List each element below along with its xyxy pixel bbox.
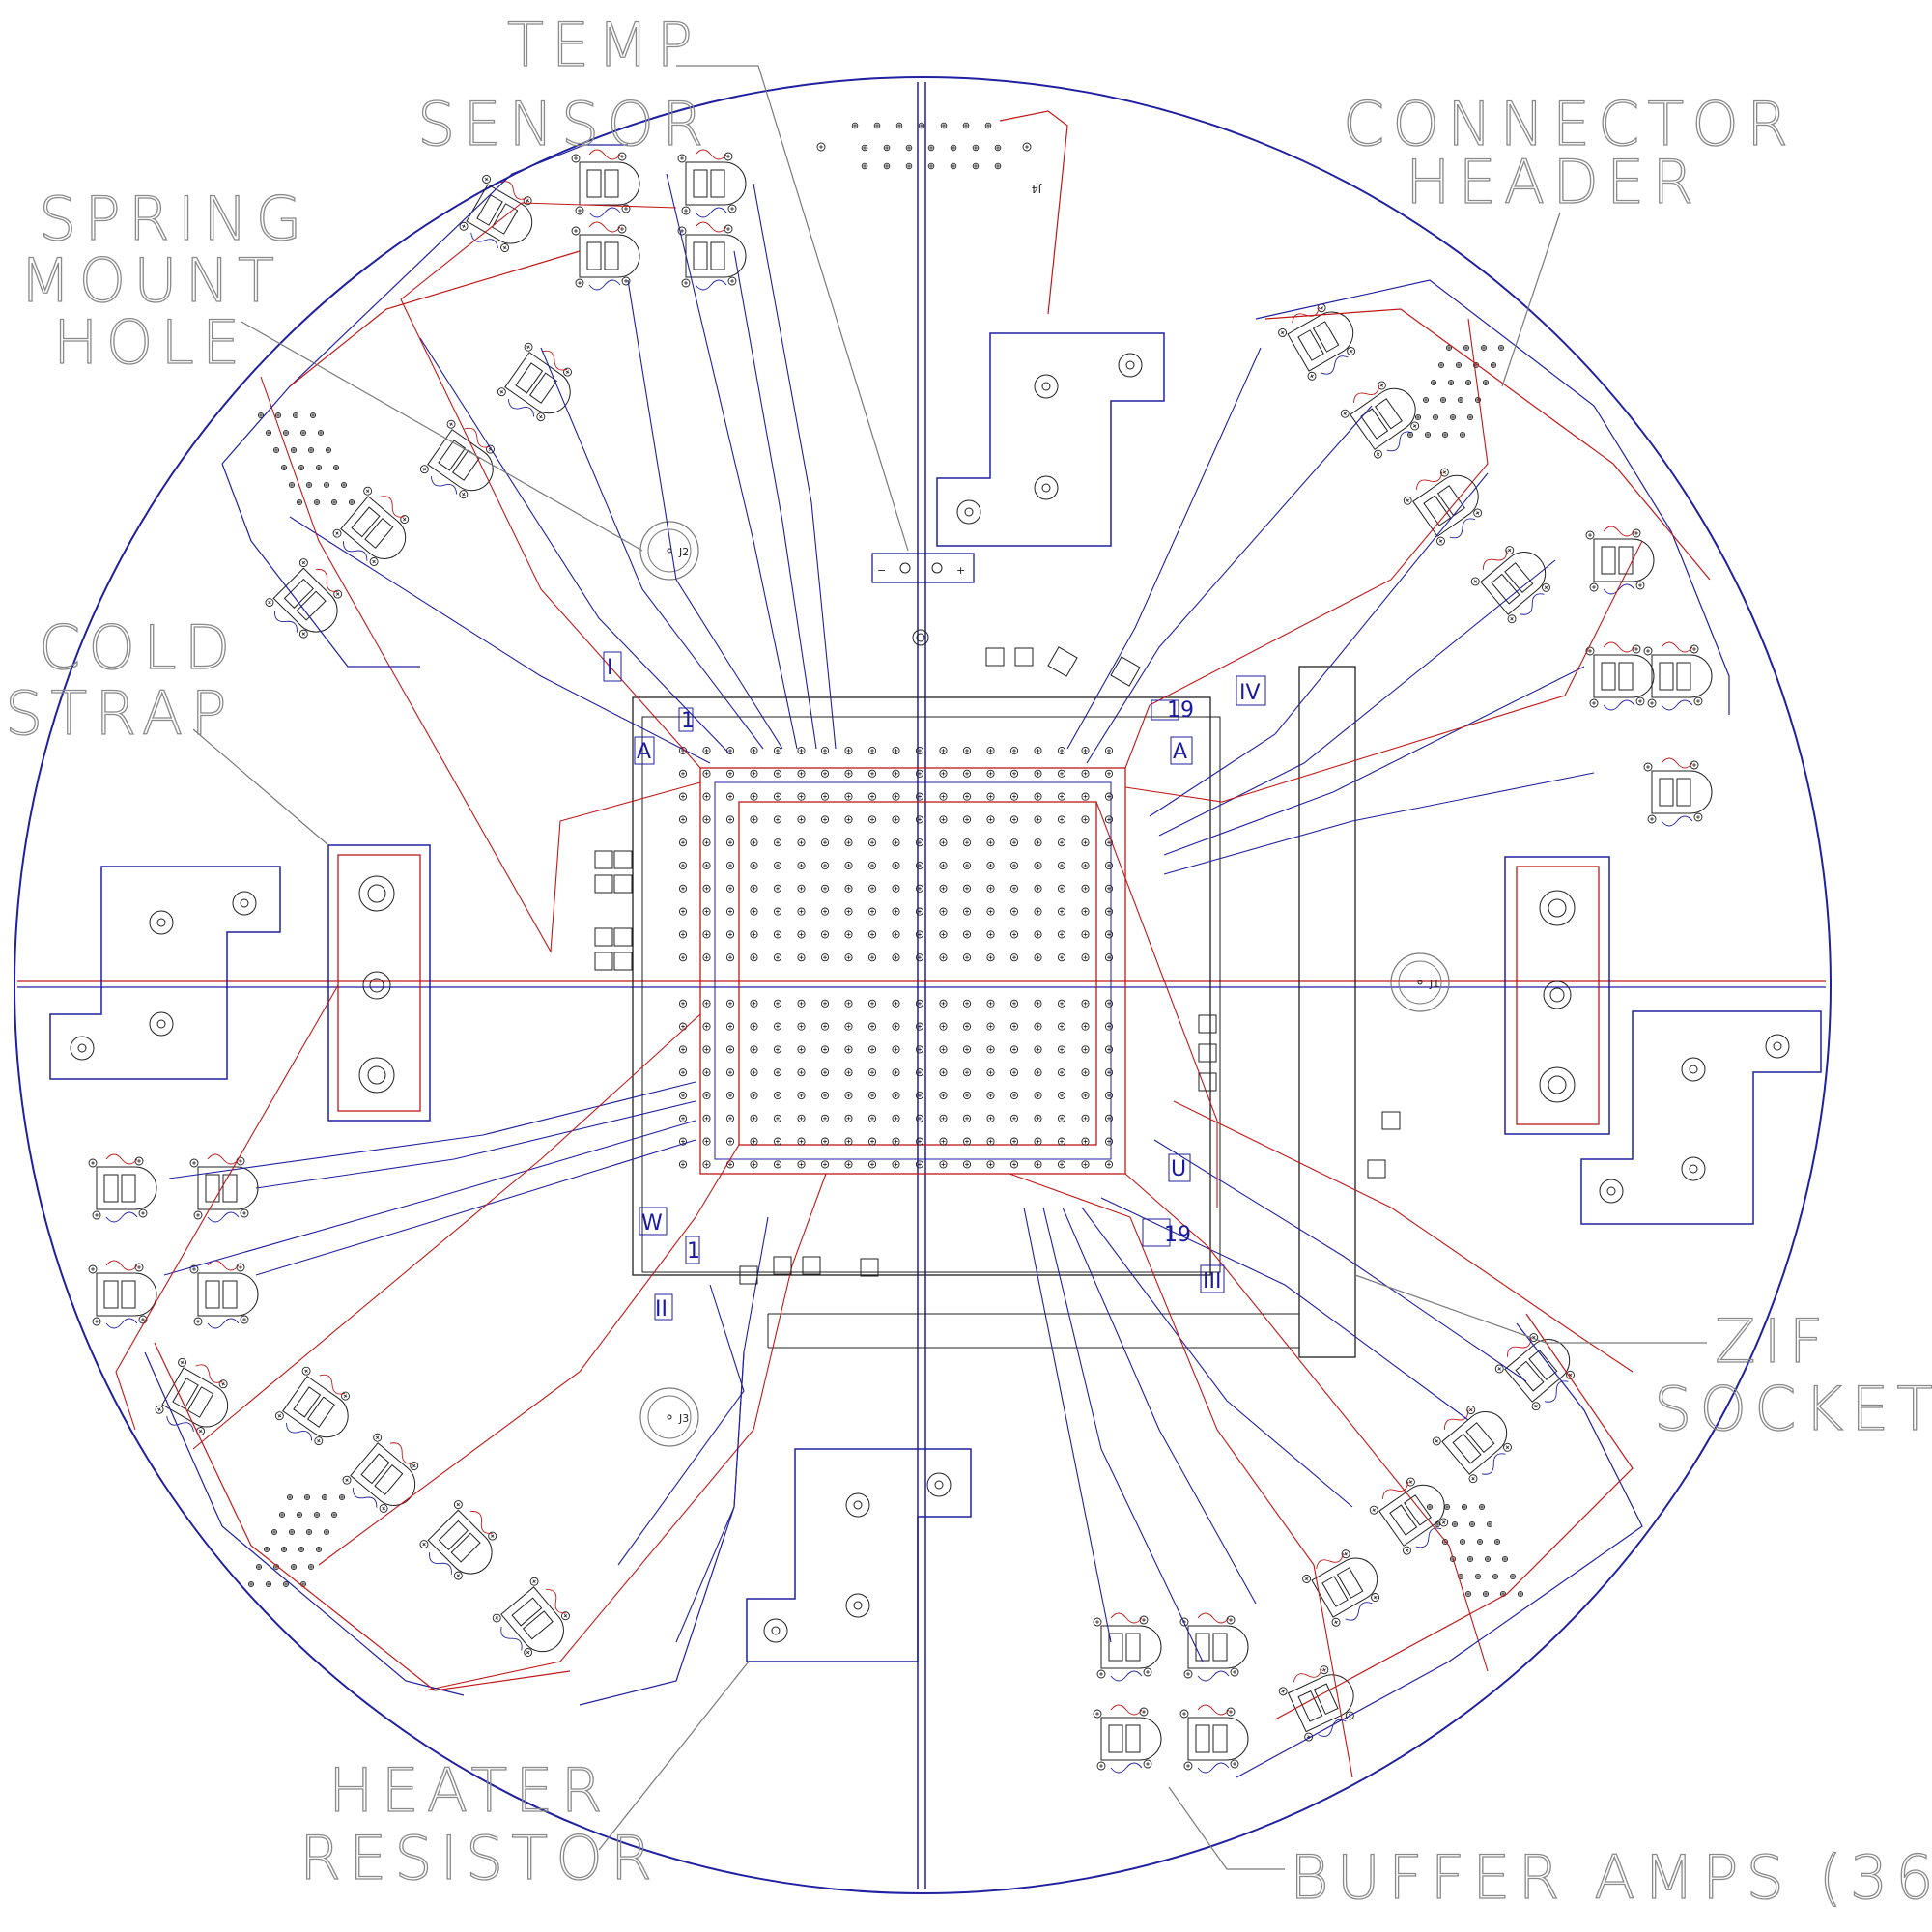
misc-passive-pads — [594, 646, 1401, 1285]
callout-temp-sensor-line1: TEMP — [507, 10, 700, 80]
refdes-j4: J4 — [1032, 183, 1042, 195]
temp-sensor-pad-plus: + — [956, 564, 965, 577]
marker-col-1-top: 1 — [681, 709, 695, 733]
refdes-j3: J3 — [678, 1412, 689, 1425]
heater-resistor-top — [936, 332, 1165, 547]
callout-connector-header-line2: HEADER — [1406, 147, 1701, 217]
buffer-amp-groups — [88, 149, 1713, 1774]
marker-quad-i: I — [607, 656, 613, 680]
temp-sensor-pad-minus: − — [877, 564, 886, 577]
board-outline — [14, 76, 1832, 1894]
cold-strap-left — [327, 844, 431, 1122]
connector-dot-clusters — [247, 344, 1524, 1598]
marker-row-a-left: A — [637, 740, 651, 764]
connector-header-j4 — [816, 122, 1032, 170]
heater-resistor-right — [1580, 1010, 1822, 1225]
heater-resistor-left — [49, 866, 281, 1080]
marker-row-w: W — [641, 1211, 663, 1236]
refdes-j2: J2 — [678, 546, 689, 558]
callout-zif-socket-line2: SOCKET — [1654, 1374, 1932, 1444]
refdes-j1: J1 — [1429, 978, 1439, 990]
marker-quad-iv: IV — [1239, 681, 1261, 705]
callout-cold-strap-line2: STRAP — [5, 678, 235, 749]
socket-markers: I II III IV A A W U 1 1 19 19 — [603, 651, 1266, 1321]
callout-spring-mount-hole-line3: HOLE — [53, 307, 247, 378]
callout-spring-mount-hole-line1: SPRING — [39, 184, 310, 254]
callout-heater-resistor-line1: HEATER — [328, 1755, 611, 1826]
amp-region-outlines — [144, 144, 1730, 1778]
marker-row-a-right: A — [1173, 740, 1187, 764]
pin-grid — [678, 746, 1114, 1169]
callout-buffer-amps: BUFFER AMPS (36) — [1290, 1842, 1932, 1913]
callout-cold-strap-line1: COLD — [39, 612, 238, 683]
marker-quad-iii: III — [1203, 1269, 1221, 1293]
marker-quad-ii: II — [655, 1297, 668, 1321]
spring-mount-hole-j1 — [1390, 952, 1450, 1012]
marker-row-u: U — [1171, 1157, 1186, 1181]
marker-col-1-bottom: 1 — [687, 1239, 700, 1264]
cold-strap-right — [1504, 856, 1610, 1135]
temp-sensor-footprint — [871, 553, 975, 646]
spring-mount-hole-j3 — [639, 1387, 699, 1447]
callout-temp-sensor-line2: SENSOR — [417, 89, 711, 159]
callout-spring-mount-hole-line2: MOUNT — [19, 245, 282, 316]
callout-connector-header-line1: CONNECTOR — [1343, 89, 1796, 159]
heater-resistor-bottom — [746, 1448, 972, 1662]
callout-zif-socket-line1: ZIF — [1715, 1306, 1831, 1377]
spring-mount-hole-j2 — [639, 521, 699, 581]
callout-heater-resistor-line2: RESISTOR — [299, 1823, 660, 1893]
marker-col-19-bottom: 19 — [1164, 1223, 1191, 1247]
marker-col-19-top: 19 — [1167, 698, 1194, 723]
callout-leaders — [192, 65, 1707, 1870]
zif-socket-outline — [632, 666, 1356, 1358]
red-traces — [115, 202, 1643, 1778]
